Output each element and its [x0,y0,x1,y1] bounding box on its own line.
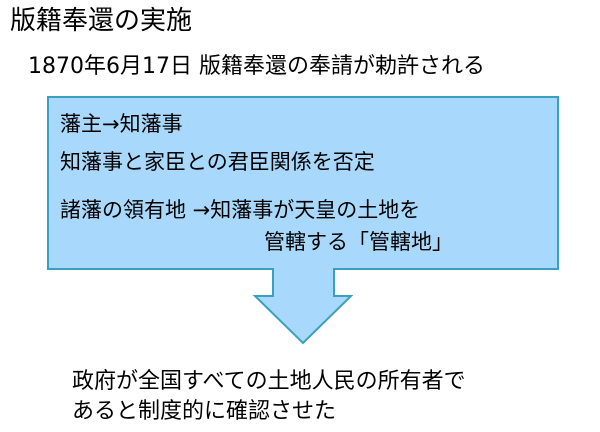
slide-title: 版籍奉還の実施 [10,6,193,36]
callout-line-1: 藩主→知藩事 [60,112,183,136]
callout-line-4: 管轄する「管轄地」 [264,230,453,254]
conclusion-line-2: あると制度的に確認させた [72,399,337,424]
conclusion-line-1: 政府が全国すべての土地人民の所有者で [72,369,466,394]
callout-line-3: 諸藩の領有地 →知藩事が天皇の土地を [60,198,421,222]
slide-subtitle: 1870年6月17日 版籍奉還の奉請が勅許される [28,54,485,79]
callout-line-2: 知藩事と家臣との君臣関係を否定 [60,150,375,174]
